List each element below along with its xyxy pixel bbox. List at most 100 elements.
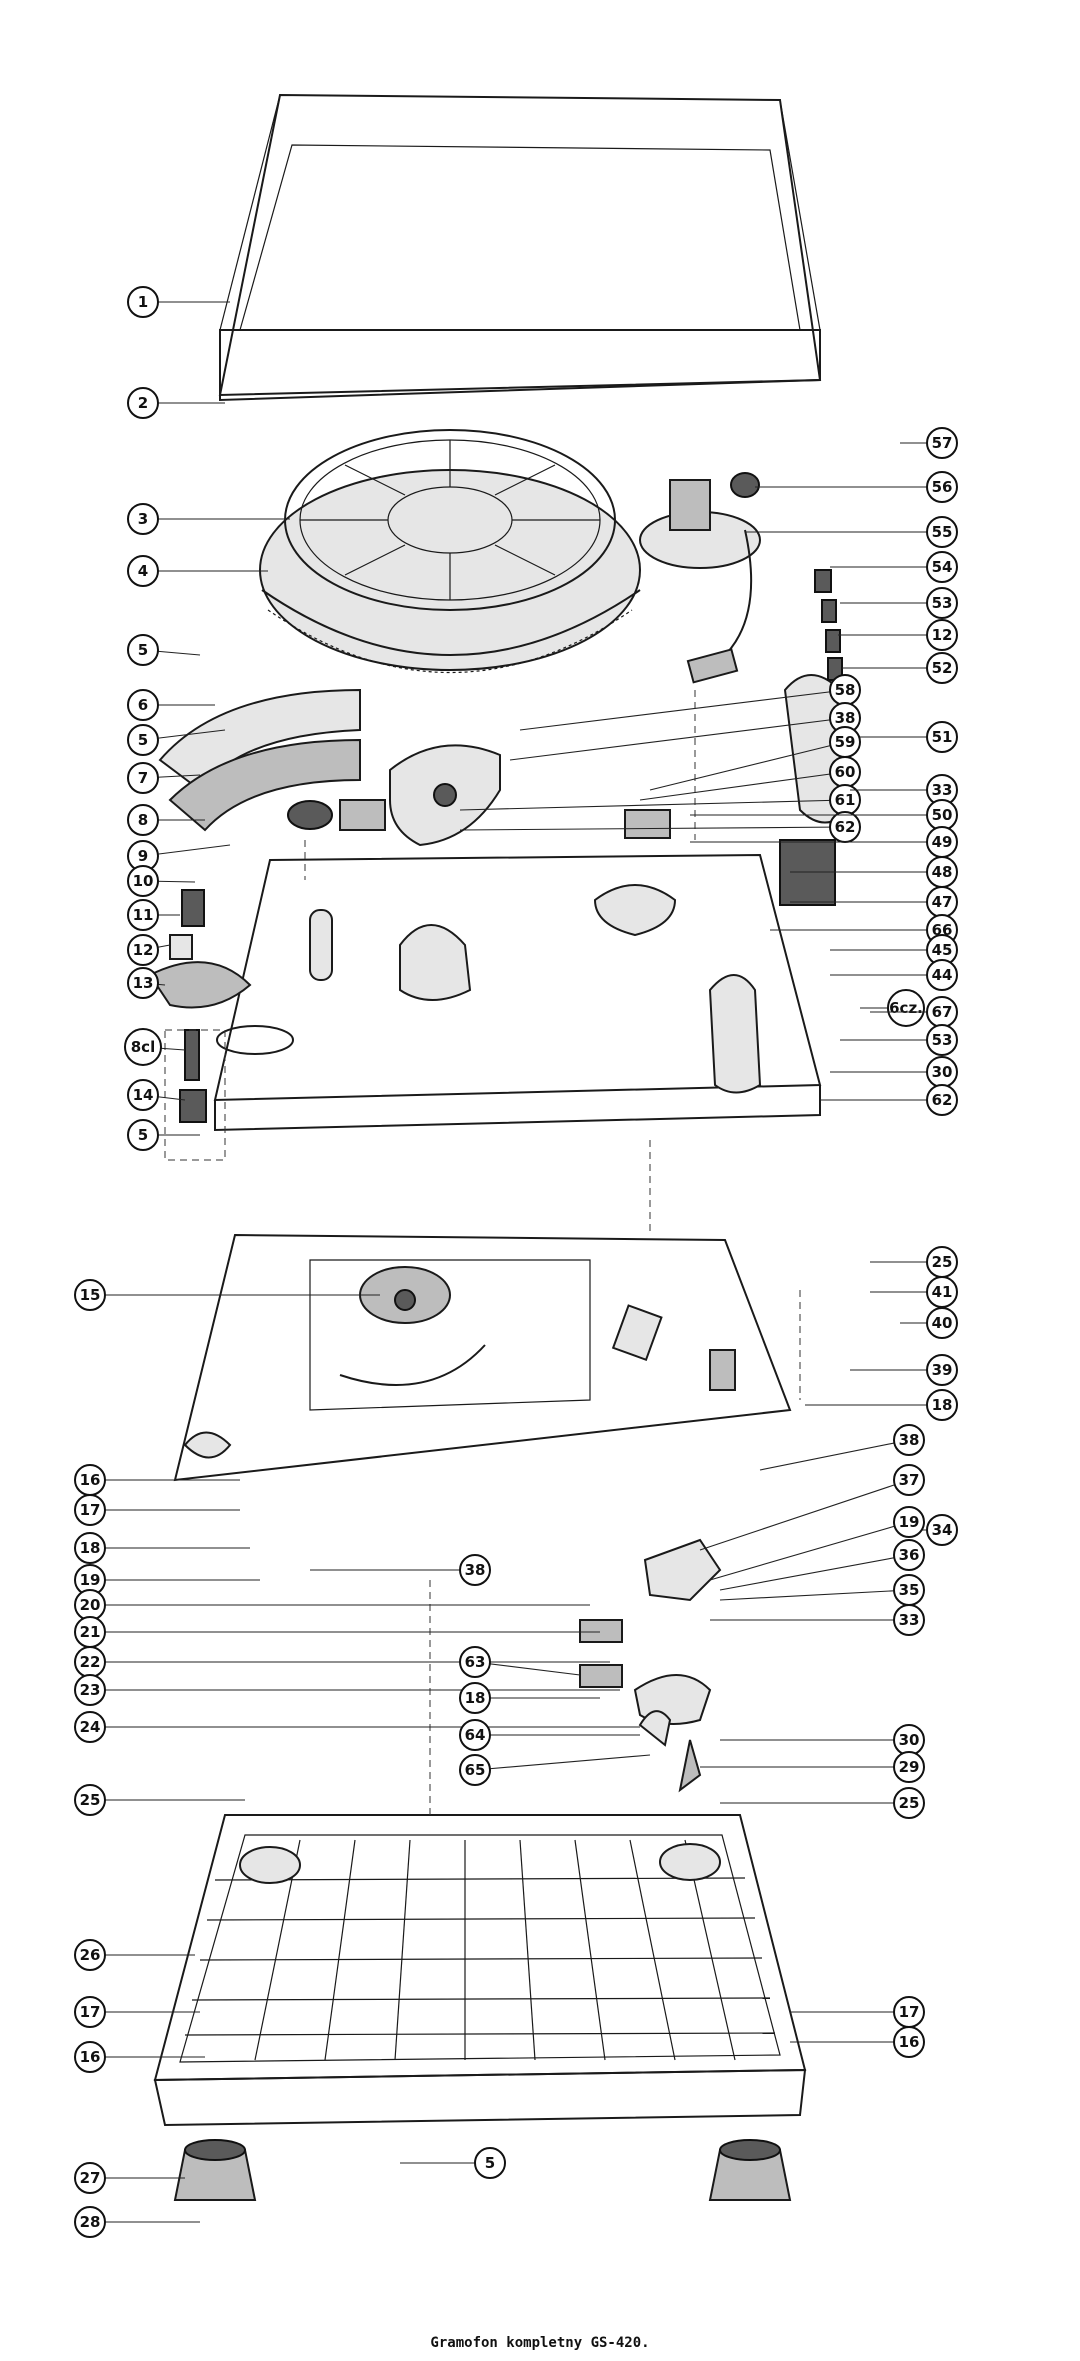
- part-number-label: 11: [127, 899, 159, 931]
- part-number-text: 54: [932, 558, 953, 576]
- part-number-text: 17: [899, 2003, 920, 2021]
- part-number-label: 16: [893, 2026, 925, 2058]
- part-number-text: 7: [138, 769, 148, 787]
- part-number-label: 41: [926, 1276, 958, 1308]
- part-number-label: 35: [893, 1574, 925, 1606]
- part-number-text: 12: [932, 626, 953, 644]
- part-number-text: 61: [835, 791, 856, 809]
- part-number-text: 16: [80, 2048, 101, 2066]
- part-number-text: 5: [138, 731, 148, 749]
- part-number-text: 62: [835, 818, 856, 836]
- part-number-text: 50: [932, 806, 953, 824]
- part-number-label: 63: [459, 1646, 491, 1678]
- part-number-label: 5: [474, 2147, 506, 2179]
- part-number-label: 6: [127, 689, 159, 721]
- leader-line: [474, 1754, 651, 1771]
- part-number-label: 53: [926, 587, 958, 619]
- part-number-label: 18: [74, 1532, 106, 1564]
- part-number-label: 51: [926, 721, 958, 753]
- part-number-text: 16: [899, 2033, 920, 2051]
- part-number-label: 18: [459, 1682, 491, 1714]
- part-number-text: 56: [932, 478, 953, 496]
- leader-line: [474, 1661, 581, 1676]
- part-number-label: 62: [926, 1084, 958, 1116]
- part-number-label: 4: [127, 555, 159, 587]
- mechanism-parts: [579, 1538, 722, 1793]
- part-number-label: 1: [127, 286, 159, 318]
- part-number-text: 26: [80, 1946, 101, 1964]
- part-number-text: 11: [133, 906, 154, 924]
- part-number-text: 8cl: [131, 1038, 155, 1056]
- part-number-label: 50: [926, 799, 958, 831]
- leader-line: [639, 771, 846, 801]
- part-number-text: 6cz.: [889, 999, 923, 1017]
- upper-deck: [213, 839, 836, 1132]
- part-number-text: 8: [138, 811, 148, 829]
- part-number-text: 22: [80, 1653, 101, 1671]
- part-number-label: 59: [829, 726, 861, 758]
- center-bracket: [389, 744, 671, 847]
- part-number-text: 13: [133, 974, 154, 992]
- part-number-label: 62: [829, 811, 861, 843]
- part-number-text: 44: [932, 966, 953, 984]
- part-number-text: 51: [932, 728, 953, 746]
- tonearm-assembly: [639, 472, 761, 684]
- part-number-label: 52: [926, 652, 958, 684]
- part-number-label: 25: [926, 1246, 958, 1278]
- part-number-text: 33: [899, 1611, 920, 1629]
- part-number-text: 1: [138, 293, 148, 311]
- part-number-label: 67: [926, 996, 958, 1028]
- part-number-label: 20: [74, 1589, 106, 1621]
- part-number-text: 15: [80, 1286, 101, 1304]
- part-number-text: 48: [932, 863, 953, 881]
- part-number-text: 53: [932, 594, 953, 612]
- part-number-text: 59: [835, 733, 856, 751]
- part-number-text: 65: [465, 1761, 486, 1779]
- part-number-text: 10: [133, 872, 154, 890]
- part-number-label: 64: [459, 1719, 491, 1751]
- part-number-text: 47: [932, 893, 953, 911]
- part-number-label: 22: [74, 1646, 106, 1678]
- part-number-text: 25: [899, 1794, 920, 1812]
- part-number-label: 14: [127, 1079, 159, 1111]
- part-number-text: 28: [80, 2213, 101, 2231]
- part-number-label: 21: [74, 1616, 106, 1648]
- part-number-label: 19: [893, 1506, 925, 1538]
- part-number-text: 34: [932, 1521, 953, 1539]
- part-number-label: 45: [926, 934, 958, 966]
- part-number-label: 65: [459, 1754, 491, 1786]
- part-number-label: 7: [127, 762, 159, 794]
- part-number-label: 12: [127, 934, 159, 966]
- part-number-text: 49: [932, 833, 953, 851]
- dust-cover: [218, 93, 822, 402]
- part-number-text: 55: [932, 523, 953, 541]
- part-number-label: 30: [926, 1056, 958, 1088]
- part-number-label: 25: [893, 1787, 925, 1819]
- part-number-text: 58: [835, 681, 856, 699]
- part-number-text: 20: [80, 1596, 101, 1614]
- part-number-label: 5: [127, 634, 159, 666]
- part-number-label: 5: [127, 724, 159, 756]
- part-number-text: 39: [932, 1361, 953, 1379]
- part-number-text: 29: [899, 1758, 920, 1776]
- part-number-text: 25: [80, 1791, 101, 1809]
- part-number-label: 54: [926, 551, 958, 583]
- part-number-label: 8cl: [124, 1028, 162, 1066]
- part-number-text: 3: [138, 510, 148, 528]
- rubber-feet: [173, 2139, 792, 2201]
- part-number-label: 30: [893, 1724, 925, 1756]
- part-number-text: 35: [899, 1581, 920, 1599]
- part-number-text: 62: [932, 1091, 953, 1109]
- part-number-label: 44: [926, 959, 958, 991]
- left-parts-column: [148, 889, 252, 1161]
- part-number-text: 37: [899, 1471, 920, 1489]
- part-number-label: 53: [926, 1024, 958, 1056]
- part-number-text: 5: [485, 2154, 495, 2172]
- leader-line: [649, 741, 846, 791]
- chassis-plate: [173, 1233, 792, 1482]
- diagram-caption: Gramofon kompletny GS-420.: [430, 2335, 650, 2351]
- part-number-label: 17: [893, 1996, 925, 2028]
- part-number-text: 19: [899, 1513, 920, 1531]
- part-number-text: 38: [465, 1561, 486, 1579]
- leader-line: [519, 689, 846, 731]
